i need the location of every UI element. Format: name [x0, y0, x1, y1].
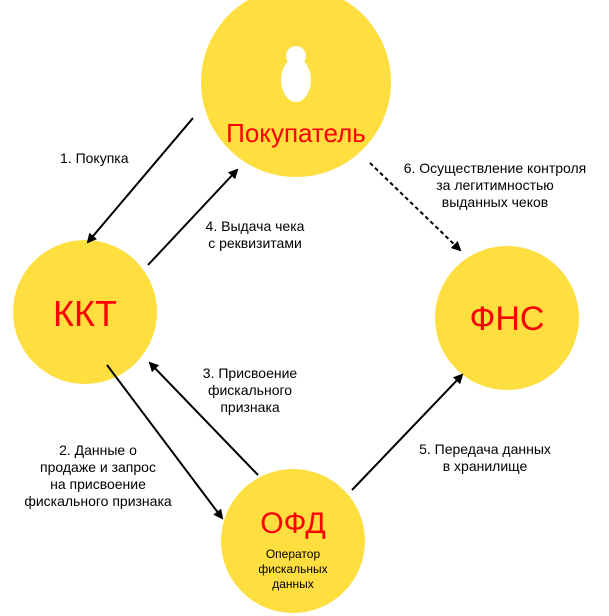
edge-label-5: 5. Передача данных в хранилище	[395, 441, 575, 475]
fns-title: ФНС	[469, 300, 545, 338]
edge-label-3: 3. Присвоение фискального признака	[190, 365, 310, 416]
arrow-3-fiscal-sign	[148, 361, 259, 476]
label-line: фискального признака	[24, 493, 172, 509]
edge-label-2: 2. Данные о продаже и запрос на присвоен…	[8, 442, 188, 510]
ofd-subtitle: Оператор фискальных данных	[221, 547, 365, 592]
label-line: 3. Присвоение	[202, 365, 298, 381]
arrow-2-sale-data	[106, 364, 224, 520]
label-line: с реквизитами	[208, 235, 302, 251]
arrow-4-receipt	[147, 168, 239, 266]
ofd-subtitle-line: фискальных	[258, 562, 328, 576]
arrow-1-purchase	[86, 117, 194, 244]
kkt-node	[13, 240, 157, 384]
label-line: 5. Передача данных	[419, 441, 551, 457]
label-line: выданных чеков	[441, 194, 549, 210]
edge-label-4: 4. Выдача чека с реквизитами	[195, 218, 315, 252]
person-icon	[281, 46, 311, 102]
label-line: 1. Покупка	[60, 150, 129, 166]
edge-label-1: 1. Покупка	[60, 150, 129, 167]
kkt-title: ККТ	[53, 293, 117, 334]
ofd-node	[221, 469, 365, 613]
label-line: в хранилище	[442, 458, 528, 474]
label-line: 2. Данные о	[59, 442, 137, 458]
edge-label-6: 6. Осуществление контроля за легитимност…	[385, 160, 605, 211]
arrow-5-transfer	[351, 373, 464, 491]
fns-node	[435, 246, 579, 390]
label-line: 4. Выдача чека	[205, 218, 305, 234]
buyer-title: Покупатель	[226, 118, 366, 148]
ofd-subtitle-line: данных	[272, 577, 314, 591]
label-line: признака	[220, 399, 280, 415]
label-line: за легитимностью	[436, 177, 554, 193]
label-line: фискального	[207, 382, 293, 398]
label-line: продаже и запрос	[40, 459, 156, 475]
ofd-subtitle-line: Оператор	[265, 547, 321, 561]
ofd-title: ОФД	[260, 507, 326, 540]
label-line: 6. Осуществление контроля	[403, 160, 587, 176]
label-line: на присвоение	[50, 476, 146, 492]
